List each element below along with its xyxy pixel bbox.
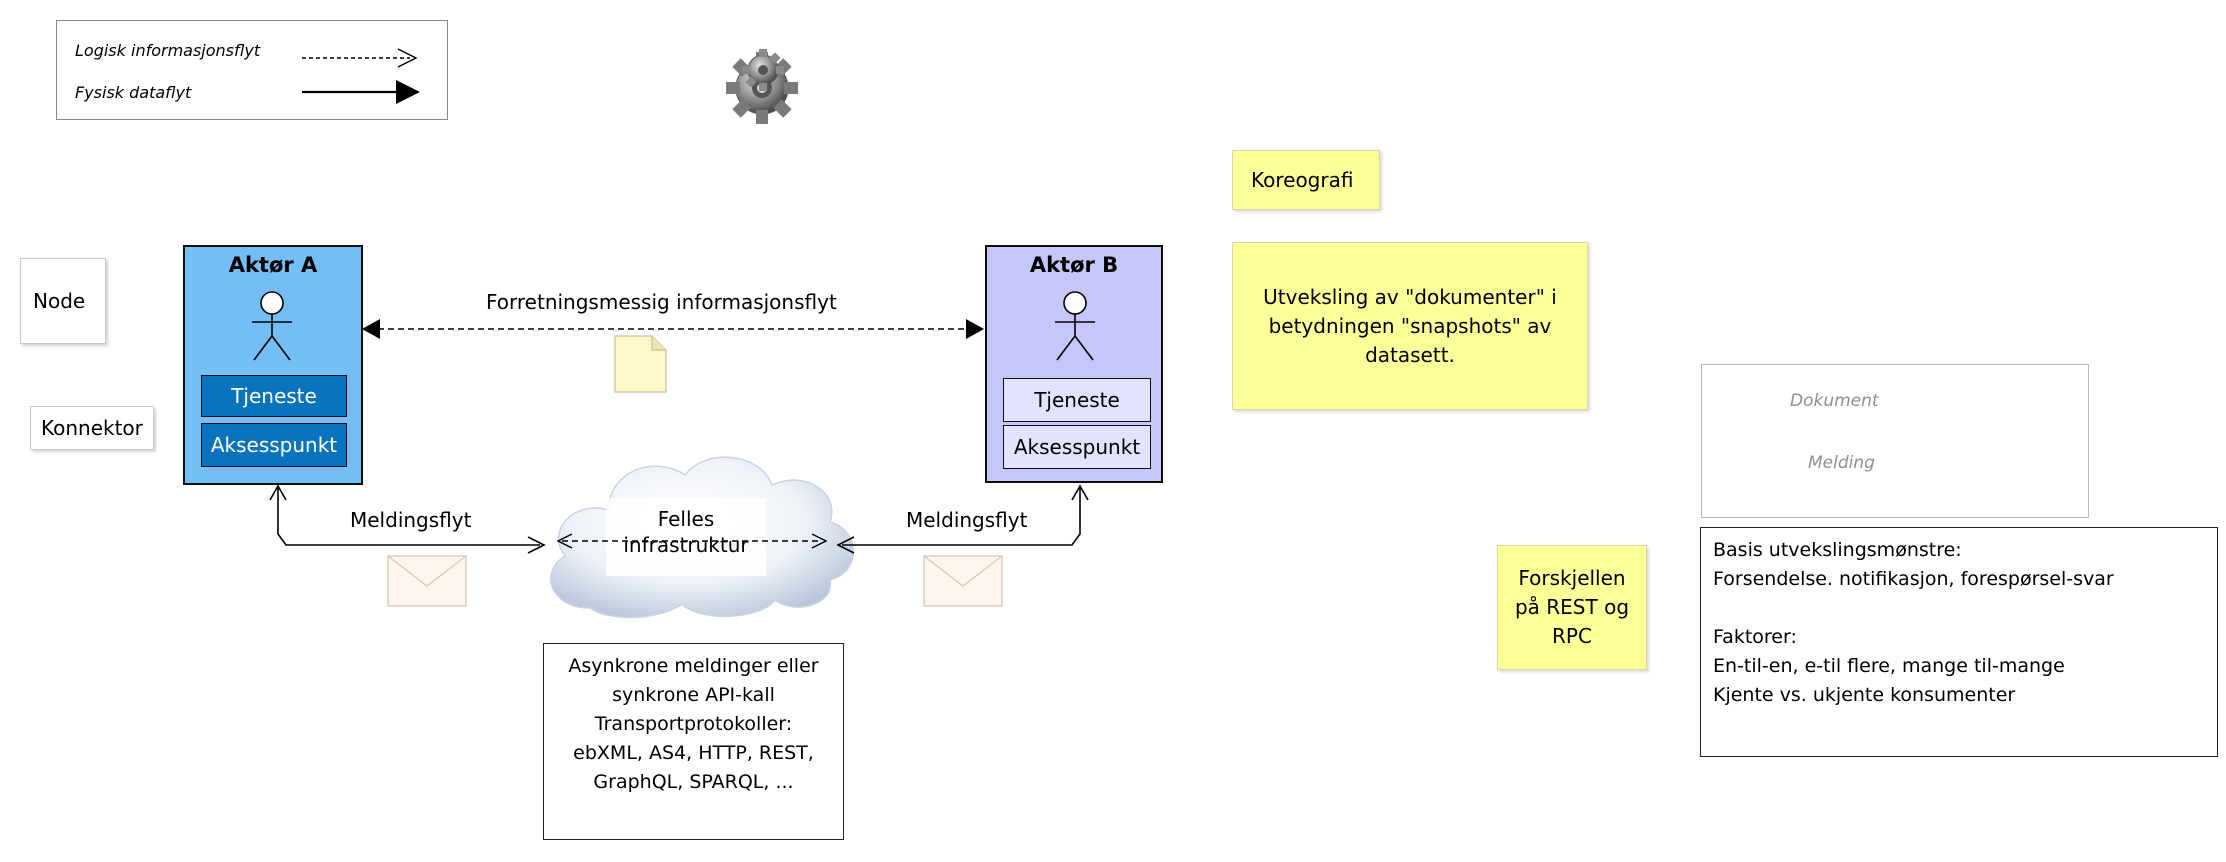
- actor-b-access-point: Aksesspunkt: [1003, 425, 1151, 469]
- doc-legend-message-label: Melding: [1808, 453, 1875, 473]
- actor-a-service: Tjeneste: [201, 375, 347, 417]
- snapshot-note: Utveksling av "dokumenter" i betydningen…: [1232, 242, 1588, 410]
- cloud-internal-dashed-arrow: [556, 533, 828, 549]
- node-label: Node: [33, 289, 86, 313]
- connector-label: Konnektor: [41, 416, 143, 440]
- cloud-label-line1: Felles: [657, 507, 715, 531]
- doc-legend-document-label: Dokument: [1790, 391, 1879, 411]
- cloud-label-line2: infrastruktur: [623, 533, 749, 557]
- async-messages-note: Asynkrone meldinger eller synkrone API-k…: [543, 643, 844, 840]
- async-note-line: ebXML, AS4, HTTP, REST,: [573, 742, 814, 764]
- async-note-line: Transportprotokoller:: [594, 713, 793, 735]
- cloud-infrastructure-icon: [550, 456, 854, 619]
- message-flow-left-label: Meldingsflyt: [350, 508, 472, 532]
- actor-b-node: Aktør B Tjeneste Aksesspunkt: [985, 245, 1163, 483]
- patterns-note-line: En-til-en, e-til flere, mange til-mange: [1713, 655, 2065, 677]
- exchange-patterns-note: Basis utvekslingsmønstre: Forsendelse. n…: [1700, 527, 2218, 757]
- document-icon: [614, 335, 667, 393]
- rest-note-line: Forskjellen: [1518, 566, 1626, 590]
- doc-legend-box: Dokument Melding: [1701, 364, 2089, 518]
- actor-a-node: Aktør A Tjeneste Aksesspunkt: [183, 245, 363, 485]
- message-flow-right-arrow: [836, 484, 1089, 554]
- business-flow-arrow: [362, 319, 984, 339]
- koreografi-note: Koreografi: [1232, 150, 1380, 210]
- message-envelope-icon-right: [923, 555, 1003, 607]
- async-note-line: GraphQL, SPARQL, ...: [593, 771, 794, 793]
- actor-b-figure-icon: [1055, 291, 1095, 361]
- legend-logical-flow-label: Logisk informasjonsflyt: [75, 41, 261, 60]
- snapshot-note-line: betydningen "snapshots" av: [1268, 313, 1552, 338]
- koreografi-label: Koreografi: [1251, 167, 1354, 192]
- legend-box: Logisk informasjonsflyt Fysisk dataflyt: [56, 20, 448, 120]
- snapshot-note-line: datasett.: [1365, 342, 1455, 367]
- patterns-note-line: Basis utvekslingsmønstre:: [1713, 539, 1962, 561]
- gears-icon: [726, 49, 798, 124]
- rest-note-line: RPC: [1552, 624, 1592, 648]
- patterns-note-line: Faktorer:: [1713, 626, 1797, 648]
- cloud-label: Felles infrastruktur: [606, 506, 766, 558]
- actor-a-access-point: Aksesspunkt: [201, 423, 347, 467]
- actor-a-figure-icon: [252, 291, 292, 361]
- rest-rpc-note: Forskjellen på REST og RPC: [1497, 545, 1647, 670]
- message-flow-left-arrow: [269, 484, 546, 554]
- connector-legend-box: Konnektor: [30, 406, 154, 450]
- snapshot-note-line: Utveksling av "dokumenter" i: [1263, 284, 1557, 309]
- message-envelope-icon-left: [387, 555, 467, 607]
- actor-b-title: Aktør B: [1029, 253, 1119, 277]
- patterns-note-line: Forsendelse. notifikasjon, forespørsel-s…: [1713, 568, 2114, 590]
- actor-a-title: Aktør A: [228, 253, 318, 277]
- patterns-note-line: Kjente vs. ukjente konsumenter: [1713, 684, 2016, 706]
- async-note-line: Asynkrone meldinger eller: [568, 655, 819, 677]
- rest-note-line: på REST og: [1514, 595, 1630, 619]
- node-legend-box: Node: [20, 258, 106, 344]
- legend-solid-arrow: [302, 80, 420, 104]
- patterns-note-line: [1713, 594, 2217, 623]
- message-flow-right-label: Meldingsflyt: [906, 508, 1028, 532]
- async-note-line: synkrone API-kall: [612, 684, 775, 706]
- business-flow-label: Forretningsmessig informasjonsflyt: [486, 290, 837, 314]
- legend-physical-flow-label: Fysisk dataflyt: [75, 83, 192, 102]
- actor-b-service: Tjeneste: [1003, 378, 1151, 422]
- legend-dashed-arrow: [302, 48, 418, 68]
